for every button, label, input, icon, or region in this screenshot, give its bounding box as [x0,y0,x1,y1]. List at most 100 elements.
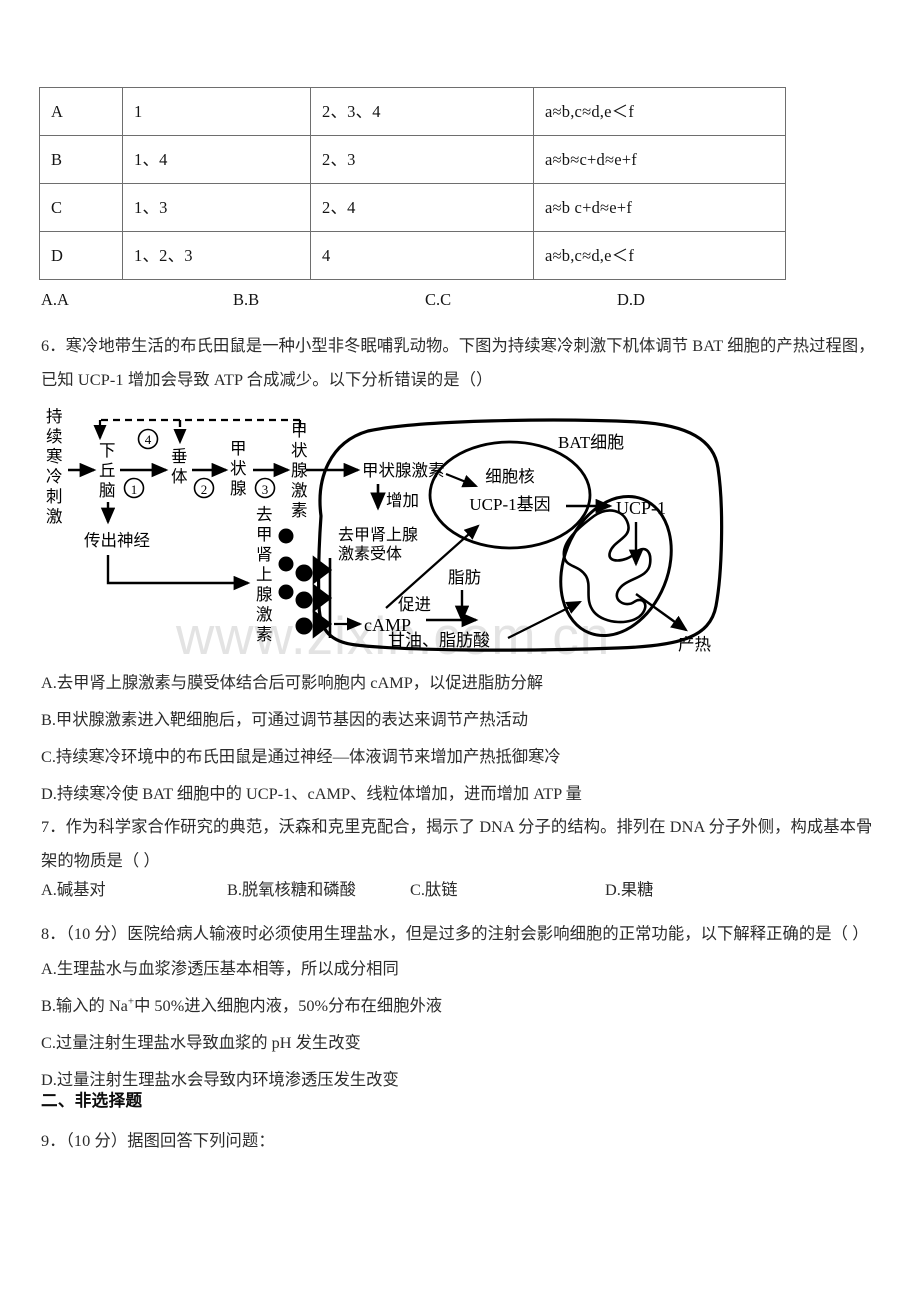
label-increase: 增加 [386,491,419,510]
membrane-receptors [312,555,333,639]
feedback-loop-4 [100,418,302,430]
q8-option-b-suffix: 中 50%进入细胞内液，50%分布在细胞外液 [134,996,443,1015]
svg-text:1: 1 [131,482,138,497]
svg-text:肾: 肾 [256,545,273,564]
q6-option-d[interactable]: D.持续寒冷使 BAT 细胞中的 UCP-1、cAMP、线粒体增加，进而增加 A… [41,784,582,803]
bat-cell-thermogenesis-diagram: 持续寒 冷刺激 下丘脑 1 垂体 [38,398,738,660]
question-8-options: A.生理盐水与血浆渗透压基本相等，所以成分相同 B.输入的 Na+中 50%进入… [41,950,442,1098]
cell-group2: 4 [310,231,534,280]
answer-option-a[interactable]: A.A [41,290,69,309]
svg-text:刺: 刺 [46,487,63,506]
section-2-heading: 二、非选择题 [41,1091,143,1110]
cell-group1: 1 [122,87,311,136]
label-thyroid: 甲状腺 [230,439,247,498]
label-nucleus: 细胞核 [485,467,535,486]
cell-choice: A [39,87,123,136]
table-row: B 1、4 2、3 a≈b≈c+d≈e+f [39,135,786,184]
q8-option-b-prefix: B.输入的 Na [41,996,128,1015]
q8-option-b-superscript: + [127,995,135,1008]
svg-text:冷: 冷 [46,467,63,486]
svg-text:腺: 腺 [256,585,273,604]
label-bat-cell: BAT细胞 [558,433,624,452]
svg-text:状: 状 [230,459,247,478]
q8-option-d[interactable]: D.过量注射生理盐水会导致内环境渗透压发生改变 [41,1070,399,1089]
label-hypothalamus: 下丘脑 [99,441,116,500]
q8-option-a[interactable]: A.生理盐水与血浆渗透压基本相等，所以成分相同 [41,959,399,978]
label-step-3: 3 [254,477,276,499]
table-row: A 1 2、3、4 a≈b,c≈d,e＜f [39,87,786,136]
label-efferent-nerve: 传出神经 [84,531,150,550]
label-camp: cAMP [364,615,411,635]
svg-text:上: 上 [256,565,273,584]
answer-option-b[interactable]: B.B [233,290,260,309]
svg-text:激: 激 [46,507,63,526]
label-promote: 促进 [398,595,431,614]
svg-text:下: 下 [99,441,116,460]
label-cold-stimulus: 持续寒 冷刺激 [46,407,63,526]
label-norepinephrine: 去甲肾 上腺激 素 [256,505,273,644]
cell-group1: 1、2、3 [122,231,311,280]
cell-group2: 2、3 [310,135,534,184]
q7-option-b[interactable]: B.脱氧核糖和磷酸 [227,880,356,899]
svg-text:激素受体: 激素受体 [338,545,402,563]
label-heat-production: 产热 [678,635,712,654]
q8-option-b[interactable]: B.输入的 Na+中 50%进入细胞内液，50%分布在细胞外液 [41,987,442,1024]
svg-text:2: 2 [201,482,208,497]
question-7-options: A.碱基对 B.脱氧核糖和磷酸 C.肽链 D.果糖 [41,876,701,900]
cell-relation: a≈b c+d≈e+f [533,183,786,232]
svg-text:素: 素 [256,625,273,644]
cell-choice: D [39,231,123,280]
svg-text:垂: 垂 [171,447,188,466]
svg-text:去: 去 [256,505,273,524]
q6-option-b[interactable]: B.甲状腺激素进入靶细胞后，可通过调节基因的表达来调节产热活动 [41,710,529,729]
question-7-line-2: 架的物质是（ ） [41,851,160,870]
cell-group2: 2、4 [310,183,534,232]
label-ucp1-gene: UCP-1基因 [469,495,550,514]
table-row: C 1、3 2、4 a≈b c+d≈e+f [39,183,786,232]
svg-text:续: 续 [46,427,63,446]
svg-text:丘: 丘 [99,461,116,480]
cell-relation: a≈b,c≈d,e＜f [533,231,786,280]
cell-choice: C [39,183,123,232]
answer-option-c[interactable]: C.C [425,290,452,309]
q7-option-a[interactable]: A.碱基对 [41,880,106,899]
norepinephrine-molecules [278,528,313,635]
question-6-options: A.去甲肾上腺激素与膜受体结合后可影响胞内 cAMP，以促进脂肪分解 B.甲状腺… [41,664,582,812]
question-6-line-2: 已知 UCP-1 增加会导致 ATP 合成减少。以下分析错误的是（） [41,370,493,389]
svg-text:素: 素 [291,501,308,520]
q7-option-d[interactable]: D.果糖 [605,880,654,899]
mitochondrion [559,494,673,638]
q6-option-a[interactable]: A.去甲肾上腺激素与膜受体结合后可影响胞内 cAMP，以促进脂肪分解 [41,673,544,692]
cell-membrane [317,418,724,652]
answer-choice-strip: A.A B.B C.C D.D [41,290,681,310]
svg-text:去甲肾上腺: 去甲肾上腺 [338,526,418,544]
svg-text:甲: 甲 [230,439,247,458]
svg-text:腺: 腺 [230,479,247,498]
svg-text:寒: 寒 [46,447,63,466]
svg-text:甲: 甲 [291,421,308,440]
label-glycerol-fatty-acid: 甘油、脂肪酸 [388,631,490,650]
svg-text:甲: 甲 [256,525,273,544]
label-ucp1: UCP-1 [616,498,666,518]
table-row: D 1、2、3 4 a≈b,c≈d,e＜f [39,231,786,280]
q8-option-c[interactable]: C.过量注射生理盐水导致血浆的 pH 发生改变 [41,1033,361,1052]
label-thyroid-hormone-outside: 甲状腺 激素 [291,421,308,520]
svg-text:状: 状 [291,441,308,460]
svg-text:激: 激 [291,481,308,500]
cell-relation: a≈b,c≈d,e＜f [533,87,786,136]
label-step-2: 2 [193,477,215,499]
options-table: A 1 2、3、4 a≈b,c≈d,e＜f B 1、4 2、3 a≈b≈c+d≈… [39,87,786,280]
answer-option-d[interactable]: D.D [617,290,645,309]
svg-text:持: 持 [46,407,63,426]
svg-text:体: 体 [171,467,188,486]
svg-text:激: 激 [256,605,273,624]
q6-option-c[interactable]: C.持续寒冷环境中的布氏田鼠是通过神经—体液调节来增加产热抵御寒冷 [41,747,561,766]
cell-group2: 2、3、4 [310,87,534,136]
cell-group1: 1、4 [122,135,311,184]
label-step-1: 1 [123,477,145,499]
label-pituitary: 垂体 [171,447,188,486]
q7-option-c[interactable]: C.肽链 [410,880,458,899]
question-7-line-1: 7．作为科学家合作研究的典范，沃森和克里克配合，揭示了 DNA 分子的结构。排列… [41,817,873,836]
cell-relation: a≈b≈c+d≈e+f [533,135,786,184]
